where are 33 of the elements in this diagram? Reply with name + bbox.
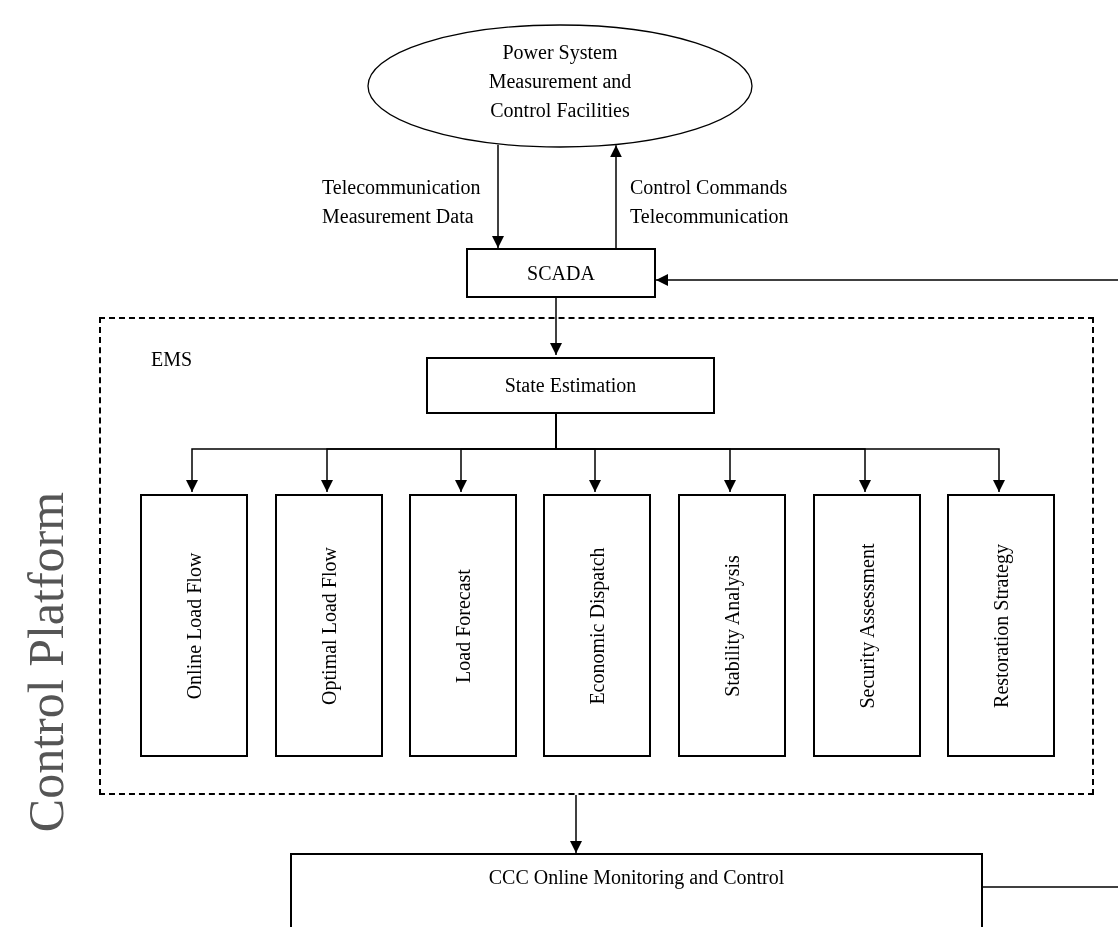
node-label: State Estimation [503,373,638,398]
process-box [466,248,656,298]
edge-label: Control Commands Telecommunication [630,175,790,229]
connector-line [982,886,1118,888]
arrow [610,144,622,249]
node-label: SCADA [526,260,596,286]
node-label: Optimal Load Flow [316,546,342,705]
module-box [409,494,517,757]
facility-ellipse [367,24,753,148]
module-box [678,494,786,757]
module-box [275,494,383,757]
node-label: Load Forecast [450,568,475,683]
side-title: Control Platform [18,491,74,833]
module-box [543,494,651,757]
node-label: Online Load Flow [181,552,206,699]
process-box [426,357,715,414]
node-label: Security Assessment [854,543,880,708]
module-box [813,494,921,757]
node-label: CCC Online Monitoring and Control [487,865,786,891]
group-title: EMS [151,347,193,372]
arrow [570,794,582,854]
node-label: Stability Analysis [719,554,745,697]
dashed-group-box [99,317,1094,795]
arrow [492,143,504,249]
process-box [290,853,983,927]
edge-label: Telecommunication Measurement Data [322,175,482,229]
node-label: Power System Measurement and Control Facilities [487,40,633,123]
module-box [140,494,248,757]
arrow [655,274,1118,286]
module-box [947,494,1055,757]
node-label: Economic Dispatch [584,546,610,705]
arrow [550,297,562,356]
node-label: Restoration Strategy [988,543,1014,708]
